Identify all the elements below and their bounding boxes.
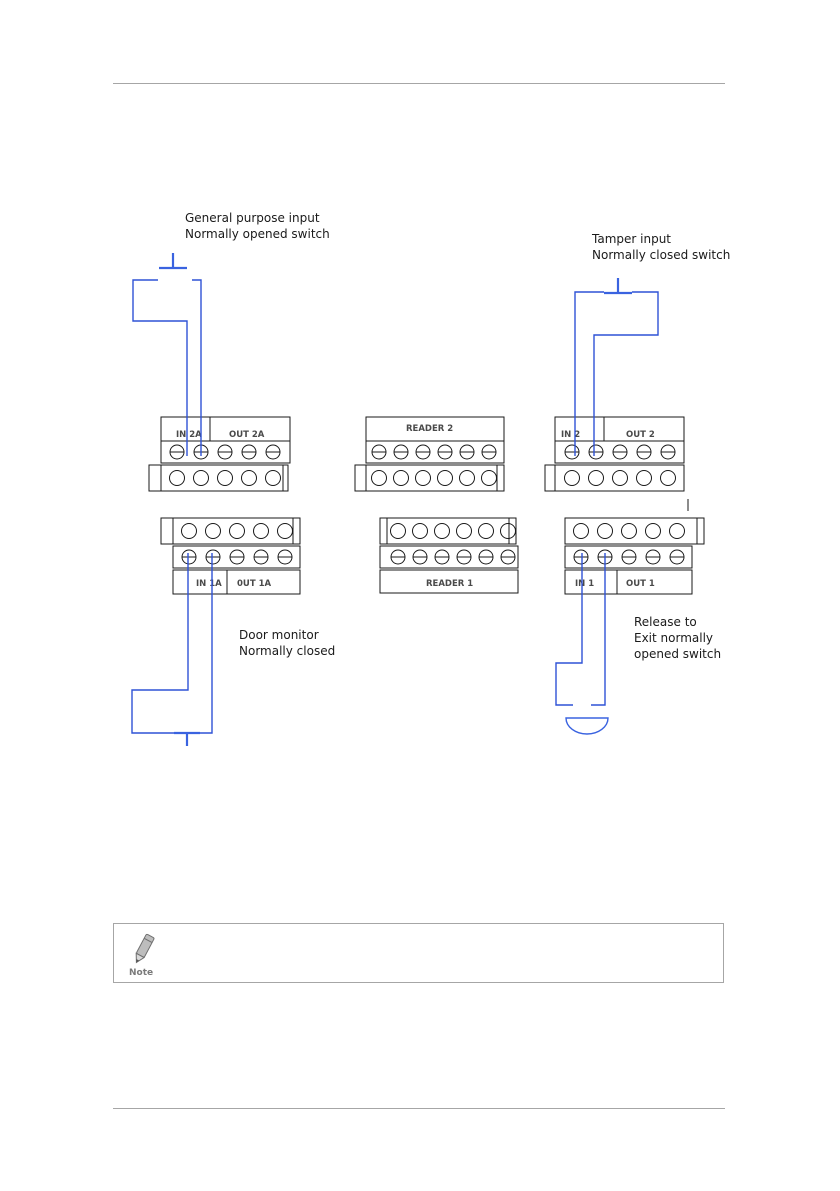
label-tamper-line2: Normally closed switch [592,247,730,263]
socket-row-reader1 [391,524,516,539]
release-button-icon [566,718,608,734]
label-release-line1: Release to [634,614,721,630]
label-in1a: IN 1A [196,579,222,589]
label-door-monitor: Door monitor Normally closed [239,627,335,659]
label-door-monitor-line1: Door monitor [239,627,335,643]
wire-release-left [556,553,582,705]
label-release-line3: opened switch [634,646,721,662]
pencil-icon [128,932,158,966]
label-door-monitor-line2: Normally closed [239,643,335,659]
label-out2: OUT 2 [626,430,655,440]
terminal-block-in2a-out2a: IN 2A OUT 2A [149,417,290,491]
note-label: Note [129,968,153,978]
socket-row-in2 [565,471,676,486]
screw-row-reader2 [372,445,496,459]
label-out1: OUT 1 [626,579,655,589]
label-release-line2: Exit normally [634,630,721,646]
label-general-purpose-line2: Normally opened switch [185,226,330,242]
socket-row-in2a [170,471,281,486]
terminal-block-reader1: READER 1 [380,518,518,593]
screw-row-in1a [182,550,292,564]
screw-row-in1 [574,550,684,564]
label-reader1: READER 1 [426,579,473,589]
label-in1: IN 1 [575,579,594,589]
label-out1a: 0UT 1A [237,579,271,589]
label-tamper: Tamper input Normally closed switch [592,231,730,263]
label-general-purpose-line1: General purpose input [185,210,330,226]
label-out2a: OUT 2A [229,430,265,440]
terminal-block-in1a-out1a: IN 1A 0UT 1A [161,518,300,594]
label-tamper-line1: Tamper input [592,231,730,247]
switch-tamper [604,278,632,293]
wiring [132,253,658,746]
label-in2a: IN 2A [176,430,202,440]
label-general-purpose: General purpose input Normally opened sw… [185,210,330,242]
wire-release-right [591,553,605,705]
terminal-block-reader2: READER 2 [355,417,504,491]
label-release: Release to Exit normally opened switch [634,614,721,662]
terminal-block-in2-out2: IN 2 OUT 2 [545,417,688,511]
socket-row-in1 [574,524,685,539]
switch-door-monitor [174,733,200,746]
screw-row-reader1 [391,550,515,564]
socket-row-reader2 [372,471,497,486]
switch-general-purpose [159,253,187,268]
label-reader2: READER 2 [406,424,453,434]
socket-row-in1a [182,524,293,539]
label-in2: IN 2 [561,430,580,440]
screw-row-in2 [565,445,675,459]
note-box: Note [113,923,724,983]
terminal-block-in1-out1: IN 1 OUT 1 [565,518,704,594]
wire-door-left [132,553,188,733]
